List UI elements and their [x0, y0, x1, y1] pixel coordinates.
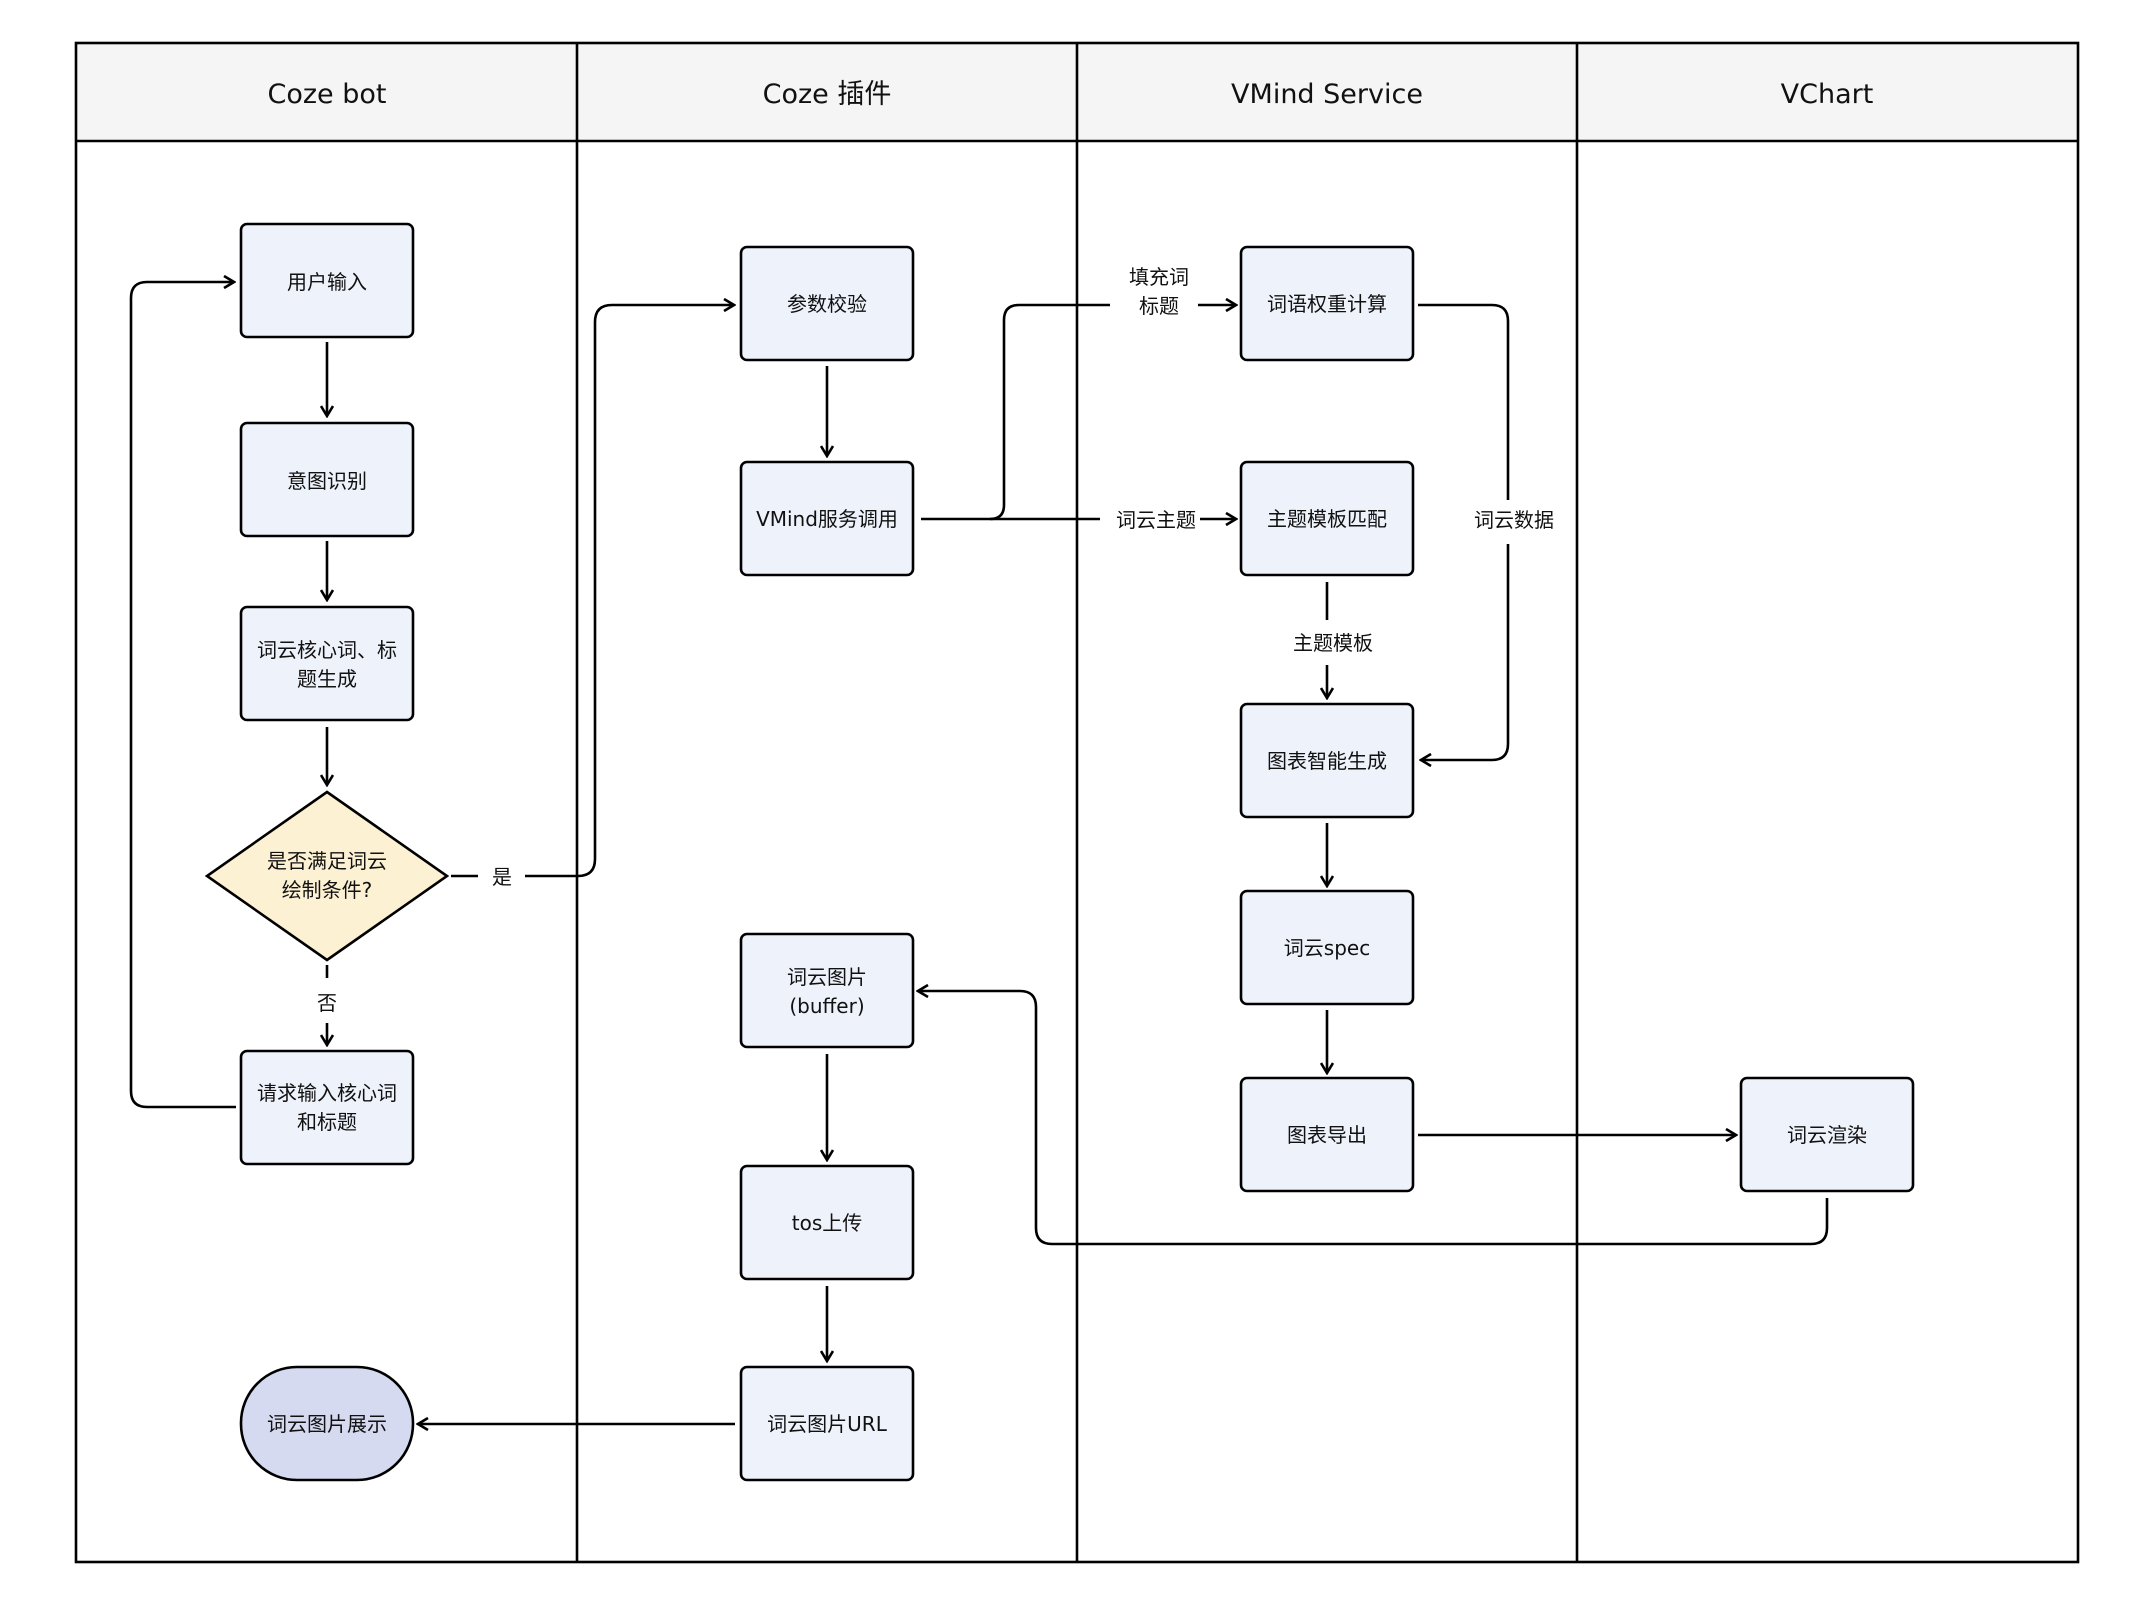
edge-label-wordcloud-theme: 词云主题	[1116, 508, 1196, 532]
nodes	[204, 222, 1915, 1482]
node-image-buffer	[739, 932, 915, 1049]
node-label-theme-match: 主题模板匹配	[1267, 507, 1387, 531]
edge-weight-to-chart-bottom	[1421, 544, 1510, 760]
edge-loop-back-to-user-input	[129, 282, 236, 1109]
node-label-show-image: 词云图片展示	[267, 1412, 387, 1436]
node-tos-upload	[739, 1164, 915, 1281]
node-label-param-check: 参数校验	[787, 292, 867, 316]
lane-title-coze-plugin: Coze 插件	[763, 79, 892, 110]
node-label-user-input: 用户输入	[287, 270, 367, 294]
edge-label-yes: 是	[492, 865, 512, 889]
node-intent-recognition	[239, 421, 415, 538]
node-show-image	[239, 1365, 415, 1482]
node-wordcloud-render	[1739, 1076, 1915, 1193]
node-label-chart-export: 图表导出	[1287, 1123, 1367, 1147]
node-weight-calc	[1239, 245, 1415, 362]
node-label-decision-line1: 是否满足词云	[267, 849, 387, 873]
node-label-request-line2: 和标题	[297, 1110, 357, 1134]
node-vmind-call	[739, 460, 915, 577]
node-label-chart-gen: 图表智能生成	[1267, 749, 1387, 773]
node-decision	[204, 790, 450, 962]
node-chart-generation	[1239, 702, 1415, 819]
node-user-input	[239, 222, 415, 339]
edge-label-fill-words-line2: 标题	[1139, 294, 1179, 318]
lane-title-vchart: VChart	[1781, 79, 1874, 110]
edge-decision-yes-right	[525, 305, 734, 878]
swimlane-frame: Coze bot Coze 插件 VMind Service VChart	[74, 41, 2080, 1564]
edge-labels: 是 否 填充词 标题 词云主题 词云数据 主题模板	[317, 265, 1554, 1015]
lane-title-vmind-service: VMind Service	[1231, 79, 1423, 110]
node-label-keyword-line2: 题生成	[297, 667, 357, 691]
edge-render-to-buffer	[918, 991, 1829, 1246]
node-labels: 用户输入 意图识别 词云核心词、标 题生成 是否满足词云 绘制条件? 请求输入核…	[257, 270, 1867, 1436]
node-label-decision-line2: 绘制条件?	[282, 878, 373, 902]
connectors	[129, 282, 1829, 1424]
node-label-request-line1: 请求输入核心词	[257, 1081, 397, 1105]
node-label-buffer-line2: (buffer)	[789, 994, 864, 1018]
edge-label-theme-template: 主题模板	[1293, 631, 1373, 655]
node-label-vmind-call: VMind服务调用	[756, 507, 898, 531]
lane-title-coze-bot: Coze bot	[268, 79, 387, 110]
node-label-keyword-line1: 词云核心词、标	[257, 638, 397, 662]
node-keyword-generation	[239, 605, 415, 722]
node-label-tos-upload: tos上传	[792, 1211, 863, 1235]
node-image-url	[739, 1365, 915, 1482]
node-label-spec: 词云spec	[1284, 936, 1370, 960]
node-label-buffer-line1: 词云图片	[787, 965, 867, 989]
node-label-render: 词云渲染	[1787, 1123, 1867, 1147]
node-label-image-url: 词云图片URL	[767, 1412, 888, 1436]
node-wordcloud-spec	[1239, 889, 1415, 1006]
node-theme-match	[1239, 460, 1415, 577]
node-request-input	[239, 1049, 415, 1166]
edge-label-fill-words-line1: 填充词	[1129, 265, 1189, 289]
edge-weight-to-chart-top	[1418, 303, 1510, 500]
node-chart-export	[1239, 1076, 1415, 1193]
edge-label-wordcloud-data: 词云数据	[1474, 508, 1554, 532]
node-label-intent: 意图识别	[287, 469, 367, 493]
node-label-weight-calc: 词语权重计算	[1267, 292, 1387, 316]
edge-vmind-to-weight-left	[989, 303, 1110, 521]
node-param-check	[739, 245, 915, 362]
edge-label-no: 否	[317, 991, 337, 1015]
